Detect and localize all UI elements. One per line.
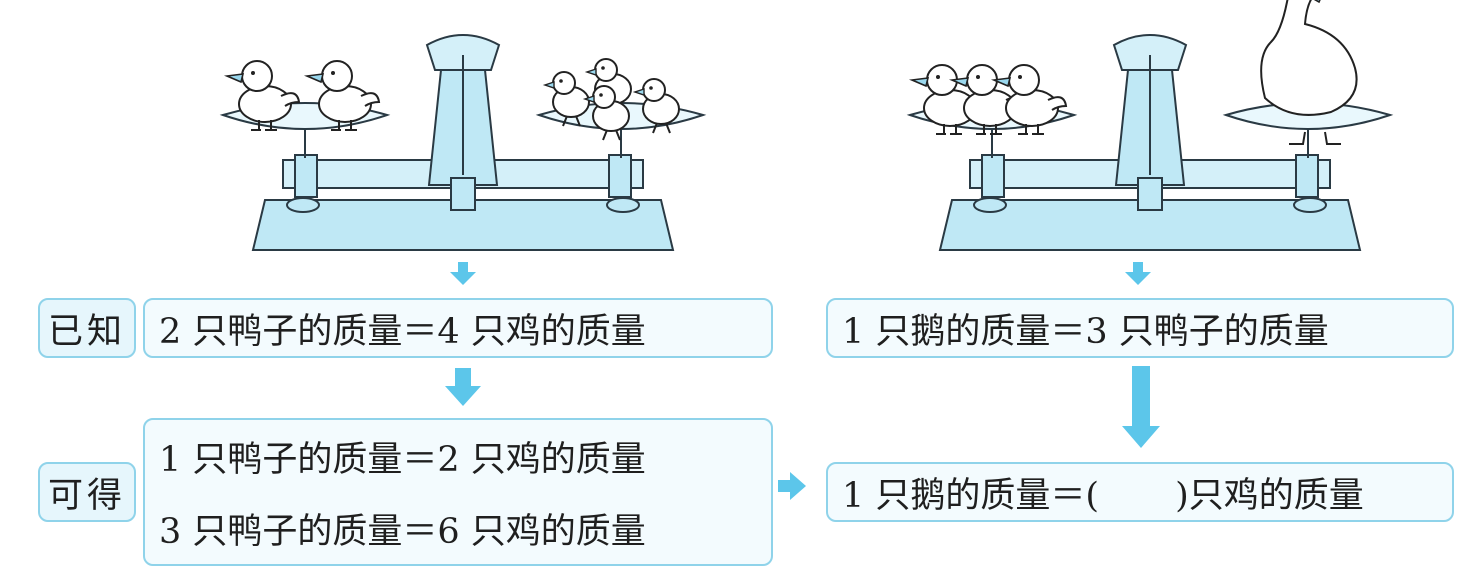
down-arrow [445,368,481,406]
right-known-statement: 1 只鹅的质量＝3 只鸭子的质量 [826,298,1454,358]
down-arrow [1125,262,1151,285]
derived-line-2: 3 只鸭子的质量＝6 只鸡的质量 [159,511,646,552]
flow-arrows [445,262,1160,500]
right-arrow [778,472,806,500]
derived-line-1: 1 只鸭子的质量＝2 只鸡的质量 [159,439,646,480]
right-balance-scale [909,0,1391,251]
question-box: 1 只鹅的质量＝( )只鸡的质量 [826,462,1454,522]
goose-figure [1260,0,1358,145]
down-arrow [450,262,476,285]
question-suffix: )只鸡的质量 [1175,475,1364,516]
question-prefix: 1 只鹅的质量＝( [842,475,1100,516]
left-known-statement: 2 只鸭子的质量＝4 只鸡的质量 [143,298,773,358]
derived-label: 可得 [38,462,136,522]
left-balance-scale [222,34,704,251]
known-label: 已知 [38,298,136,358]
down-arrow [1122,366,1160,448]
left-derived-box: 1 只鸭子的质量＝2 只鸡的质量 3 只鸭子的质量＝6 只鸡的质量 [143,418,773,566]
